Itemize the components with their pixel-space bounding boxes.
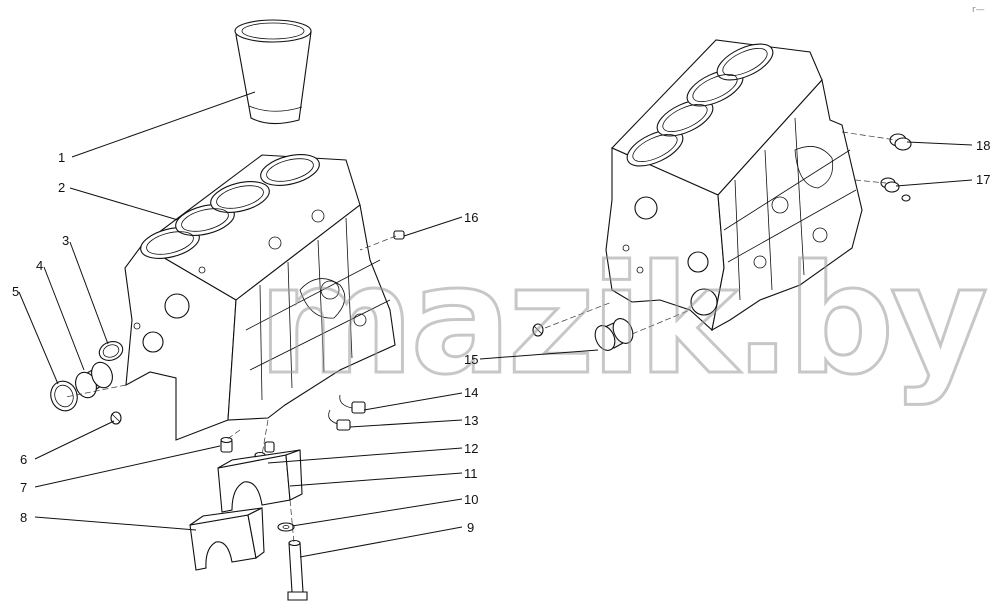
camshaft-bushing [75,361,113,399]
washer [277,522,295,532]
callout-2: 2 [58,180,65,195]
rear-bushing [594,318,634,351]
plug-right [532,323,544,337]
callout-numbers: 1 2 3 4 5 6 7 8 9 10 11 12 13 14 15 16 1… [12,138,990,535]
seal-ring-small [98,341,124,361]
callout-6: 6 [20,452,27,467]
sensor-upper [339,394,366,414]
main-bearing-cap-upper [217,449,303,513]
callout-10: 10 [464,492,478,507]
callout-7: 7 [20,480,27,495]
callout-1: 1 [58,150,65,165]
callout-13: 13 [464,413,478,428]
callout-15: 15 [464,352,478,367]
callout-3: 3 [62,233,69,248]
main-bearing-bolt [287,539,308,601]
watermark: mazik.by [258,234,986,408]
seal-ring-large [50,380,78,412]
leader-lines [18,91,973,558]
dowel-pin-left [220,436,233,453]
sensor-lower [328,409,351,431]
callout-14: 14 [464,385,478,400]
seal-ring-rear [889,133,912,151]
callout-11: 11 [464,466,478,481]
callout-8: 8 [20,510,27,525]
callout-4: 4 [36,258,43,273]
cylinder-block-left [124,154,396,441]
cylinder-liner [234,19,312,125]
cylinder-block-right [605,39,863,332]
callout-18: 18 [976,138,990,153]
seal-ring-side [880,177,911,202]
corner-mark: r— [972,5,985,15]
callout-17: 17 [976,172,990,187]
main-bearing-cap-lower [189,507,265,571]
assembly-guide-lines [65,131,897,544]
callout-9: 9 [467,520,474,535]
callout-5: 5 [12,284,19,299]
plug-top [393,230,405,240]
callout-16: 16 [464,210,478,225]
callout-12: 12 [464,441,478,456]
